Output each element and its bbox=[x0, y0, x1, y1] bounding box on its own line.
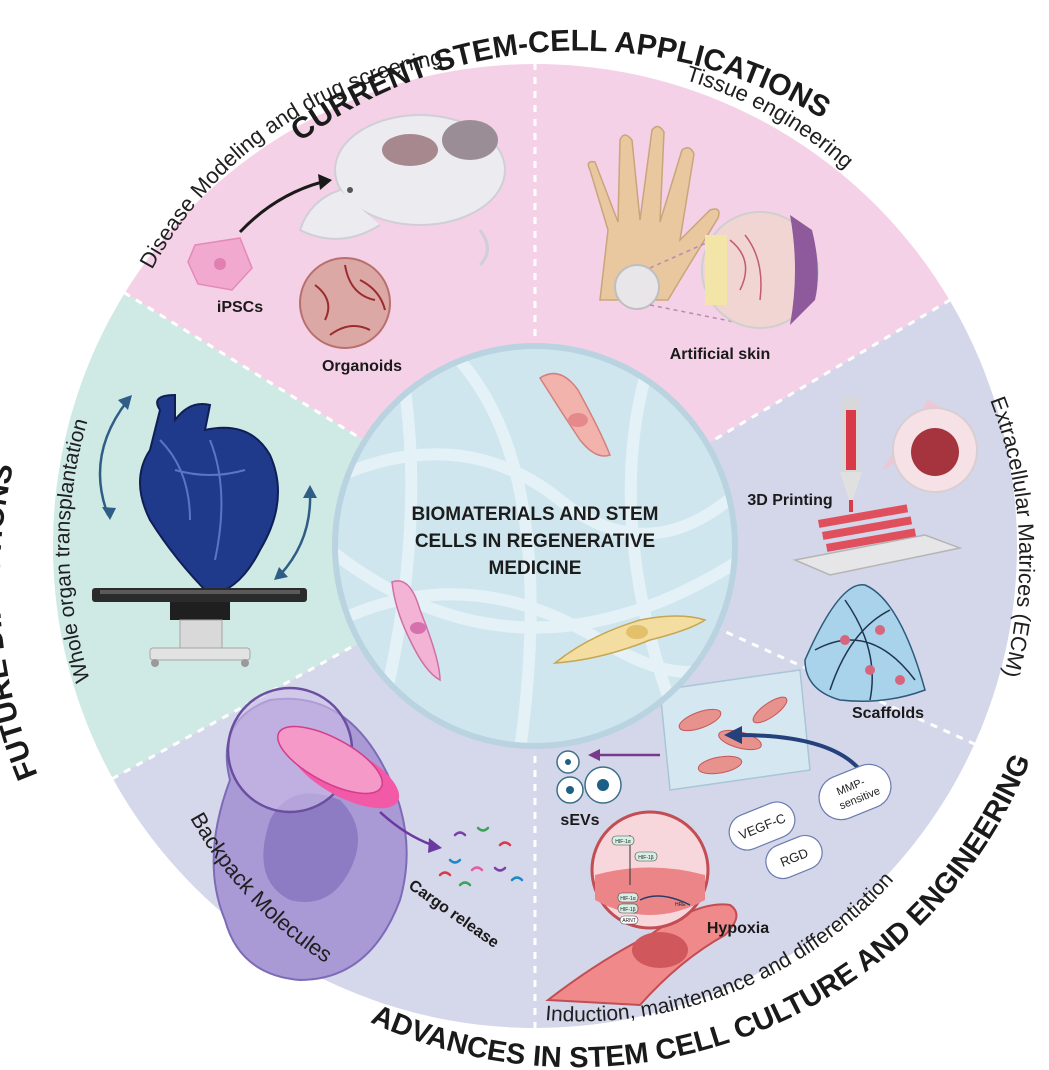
peptide-pills: VEGF-C RGD MMP- sensitive bbox=[728, 763, 892, 880]
arrowhead-heart-right-top bbox=[303, 485, 317, 498]
hif-label-6: HRE bbox=[675, 902, 686, 908]
operating-table-illustration bbox=[92, 588, 307, 667]
mouse-illustration bbox=[298, 114, 506, 267]
hif-labels: HIF-1α HIF-1β HIF-1α HIF-1β ARNT HRE bbox=[611, 835, 691, 925]
label-artificial-skin: Artificial skin bbox=[670, 346, 770, 363]
divider-upper-left bbox=[119, 288, 536, 548]
arrow-cargo-release bbox=[379, 811, 433, 847]
label-sevs: sEVs bbox=[560, 812, 599, 829]
center-cells bbox=[391, 372, 707, 682]
cell-pink-top-nucleus bbox=[568, 413, 588, 427]
ipscs-cell bbox=[187, 237, 253, 291]
label-ipscs: iPSCs bbox=[217, 299, 263, 316]
hif-label-2: HIF-1β bbox=[638, 855, 654, 861]
arrowhead-heart-left-bottom bbox=[102, 507, 116, 520]
sevs-vesicles bbox=[556, 750, 622, 804]
artificial-skin-closeup bbox=[701, 211, 819, 329]
label-scaffolds: Scaffolds bbox=[852, 705, 924, 722]
label-hypoxia: Hypoxia bbox=[707, 920, 769, 937]
arrow-heart-left bbox=[98, 399, 129, 516]
pill-rgd bbox=[765, 834, 823, 880]
hif-label-5: ARNT bbox=[622, 918, 636, 924]
arrow-to-hydrogel bbox=[737, 733, 862, 772]
scaffold-illustration bbox=[804, 584, 926, 702]
arrowhead-sevs bbox=[588, 749, 600, 761]
hand-illustration bbox=[587, 125, 720, 301]
arrowhead-mouse bbox=[318, 174, 332, 190]
arrowhead-hydrogel bbox=[724, 726, 742, 744]
ring-title-future-path: FUTURE DIRECTIONS bbox=[0, 460, 44, 784]
arrowhead-cargo bbox=[428, 838, 442, 853]
label-3d-printing: 3D Printing bbox=[747, 492, 832, 509]
hif-label-4: HIF-1β bbox=[620, 907, 636, 913]
hif-label-1: HIF-1α bbox=[615, 839, 631, 845]
cell-yellow-nucleus bbox=[626, 625, 648, 639]
arrow-heart-right bbox=[279, 491, 312, 576]
printed-tissue-closeup bbox=[892, 407, 978, 493]
label-organoids: Organoids bbox=[322, 358, 402, 375]
skin-magnifier-small bbox=[614, 264, 660, 310]
arrow-ipscs-to-mouse bbox=[238, 180, 323, 234]
magnify-line-2 bbox=[649, 304, 736, 323]
organoid-illustration bbox=[299, 257, 391, 349]
center-title-line-3: MEDICINE bbox=[489, 558, 582, 579]
heart-illustration bbox=[139, 393, 279, 597]
divider-lower-left bbox=[109, 544, 536, 782]
cargo-molecules bbox=[438, 826, 524, 887]
arrowhead-heart-right-bottom bbox=[274, 567, 288, 580]
pill-mmp bbox=[818, 763, 892, 821]
divider-upper-right bbox=[534, 298, 951, 548]
cell-pink-left-nucleus bbox=[410, 622, 426, 634]
center-title-line-1: BIOMATERIALS AND STEM bbox=[412, 504, 659, 525]
hif-label-3: HIF-1α bbox=[620, 896, 636, 902]
arrowhead-heart-left-top bbox=[118, 395, 132, 410]
cell-yellow bbox=[552, 615, 707, 664]
center-title-line-2: CELLS IN REGENERATIVE bbox=[415, 531, 655, 552]
ring-title-future: FUTURE DIRECTIONS bbox=[0, 460, 44, 784]
pill-vegf bbox=[728, 801, 796, 851]
backpack-disc bbox=[277, 725, 400, 809]
